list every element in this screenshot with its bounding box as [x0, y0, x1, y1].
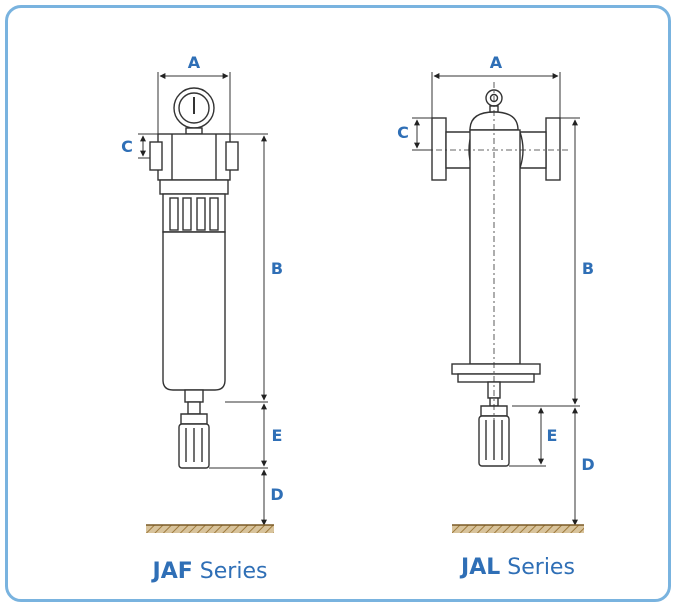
jal-filter [431, 89, 561, 467]
jal-left-flange [431, 117, 447, 181]
jaf-series-title: JAF Series [151, 559, 268, 584]
jaf-label-a: A [188, 53, 201, 72]
jal-body [469, 129, 521, 365]
jal-label-c: C [397, 123, 409, 142]
jaf-label-c: C [121, 137, 133, 156]
jal-label-b: B [582, 259, 594, 278]
jaf-label-b: B [271, 259, 283, 278]
jal-series-title: JAL Series [459, 555, 575, 580]
jaf-head [157, 133, 231, 181]
jaf-dimension-lines [138, 72, 268, 526]
jal-label-d: D [581, 455, 594, 474]
jal-label-a: A [490, 53, 503, 72]
jal-label-e: E [547, 426, 558, 445]
jal-right-flange [545, 117, 561, 181]
jal-centerlines [422, 82, 570, 420]
jal-bottom-flange [451, 363, 541, 375]
jaf-bowl [162, 231, 226, 391]
jaf-label-e: E [272, 426, 283, 445]
jal-ground [452, 525, 584, 533]
jaf-label-d: D [270, 485, 283, 504]
jal-dimension-lines [412, 72, 580, 526]
jaf-ground [146, 525, 274, 533]
jaf-filter [149, 87, 239, 469]
